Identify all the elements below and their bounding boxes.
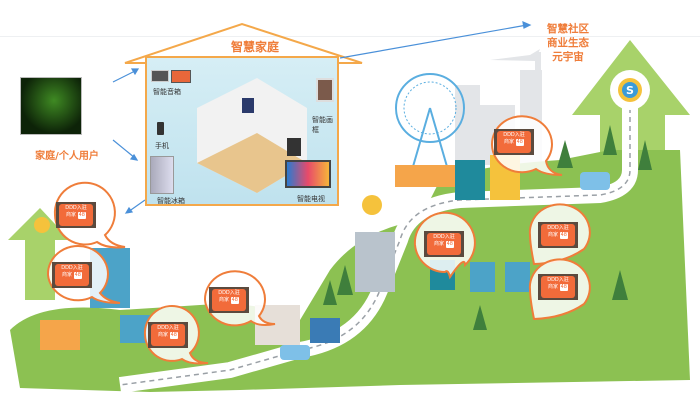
badge-merchant: 商家	[62, 272, 73, 278]
badge-count: 48	[445, 241, 454, 248]
badge-count: 48	[559, 284, 568, 291]
device-label: 智能冰箱	[157, 197, 185, 205]
trees	[323, 125, 652, 330]
badge-merchant: 商家	[158, 332, 169, 338]
city-label: 智慧社区 商业生态 元宇宙	[540, 22, 596, 64]
smart-tv-icon	[285, 160, 331, 188]
merchant-badge: DDD入驻商家 48	[148, 322, 188, 348]
merchant-badge: DDD入驻商家 48	[494, 129, 534, 155]
merchant-badge: DDD入驻商家 48	[538, 222, 578, 248]
merchant-badge: DDD入驻商家 48	[56, 202, 96, 228]
flow-arrows	[112, 21, 532, 214]
city-label-line: 元宇宙	[552, 51, 584, 63]
badge-title: DDD入驻	[218, 290, 240, 296]
badge-title: DDD入驻	[65, 205, 87, 211]
badge-merchant: 商家	[548, 284, 559, 290]
badge-count: 48	[169, 332, 178, 339]
badge-count: 48	[230, 297, 239, 304]
badge-count: 48	[77, 212, 86, 219]
device-label: 智能画框	[312, 116, 333, 134]
badge-count: 48	[515, 139, 524, 146]
ferris-wheel	[395, 73, 465, 171]
house-title: 智慧家庭	[230, 40, 279, 54]
merchant-badge: DDD入驻商家 48	[52, 262, 92, 288]
badge-count: 48	[73, 272, 82, 279]
vr-user-image	[20, 77, 82, 135]
badge-title: DDD入驻	[61, 265, 83, 271]
city-label-line: 商业生态	[547, 37, 589, 49]
smart-speaker-icon	[151, 70, 169, 82]
badge-title: DDD入驻	[157, 325, 179, 331]
badge-title: DDD入驻	[547, 225, 569, 231]
badge-merchant: 商家	[548, 232, 559, 238]
badge-merchant: 商家	[504, 139, 515, 145]
badge-title: DDD入驻	[433, 234, 455, 240]
city-label-line: 智慧社区	[547, 23, 589, 35]
device-label: 智能电视	[297, 195, 325, 203]
device-label: 手机	[155, 142, 169, 150]
smart-speaker-icon	[171, 70, 191, 83]
badge-count: 48	[559, 232, 568, 239]
badge-merchant: 商家	[66, 212, 77, 218]
badge-title: DDD入驻	[547, 277, 569, 283]
badge-merchant: 商家	[219, 297, 230, 303]
smart-home-panel: 智能音箱 手机 智能冰箱 智能画框 智能电视	[145, 56, 339, 206]
svg-text:S: S	[626, 84, 634, 97]
merchant-badge: DDD入驻商家 48	[424, 231, 464, 257]
device-label: 智能音箱	[153, 88, 181, 96]
smart-frame-icon	[316, 78, 334, 102]
merchant-badge: DDD入驻商家 48	[538, 274, 578, 300]
smart-fridge-icon	[150, 156, 174, 194]
badge-merchant: 商家	[434, 241, 445, 247]
room-illustration	[197, 78, 307, 193]
divider-line	[0, 36, 700, 37]
sun-icon	[362, 195, 382, 215]
phone-icon	[157, 122, 164, 135]
badge-title: DDD入驻	[503, 132, 525, 138]
user-label: 家庭/个人用户	[35, 151, 99, 162]
merchant-badge: DDD入驻商家 48	[209, 287, 249, 313]
